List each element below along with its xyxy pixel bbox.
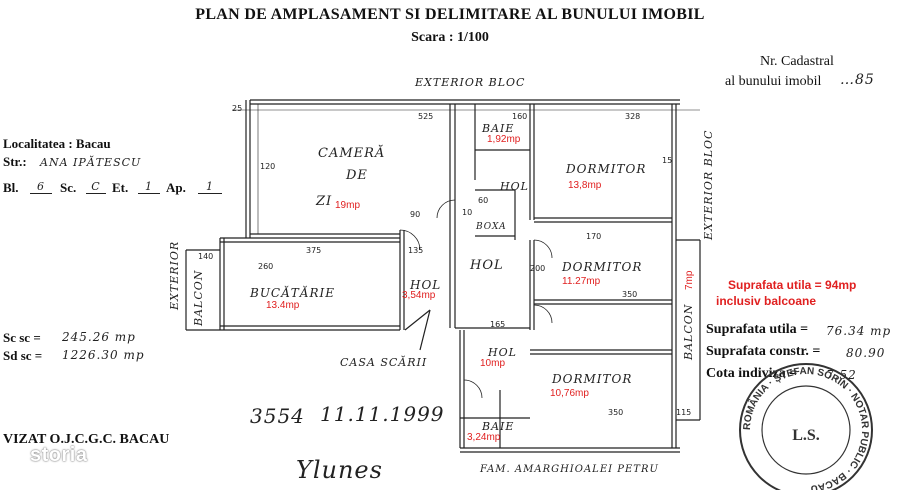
- dim-170: 170: [586, 232, 602, 241]
- cadastral-number: …85: [840, 72, 875, 88]
- storia-watermark: storia: [30, 444, 88, 466]
- plan-date: 11.11.1999: [320, 402, 445, 426]
- block-label: Bl.: [3, 180, 19, 195]
- ap-value: 1: [198, 180, 222, 194]
- room-hol-mid-label: HOL: [470, 258, 504, 273]
- dim-60: 60: [478, 196, 489, 205]
- street-label: Str.:: [3, 154, 27, 169]
- area-bedroom2: 11.27mp: [562, 276, 601, 287]
- area-bath-bottom: 3,24mp: [467, 432, 501, 443]
- usable-area-value: 76.34 mp: [826, 324, 892, 338]
- dim-140: 140: [198, 252, 214, 261]
- stairwell-label: CASA SCĂRII: [340, 356, 428, 369]
- room-bedroom2-label: DORMITOR: [562, 260, 643, 274]
- room-bath-top-label: BAIE: [482, 122, 515, 135]
- room-kitchen-label: BUCĂTĂRIE: [250, 286, 335, 300]
- area-bedroom1: 13,8mp: [568, 180, 602, 191]
- room-bedroom1-label: DORMITOR: [566, 162, 647, 176]
- registration-number: 3554: [250, 404, 305, 428]
- area-bath-top: 1,92mp: [487, 134, 521, 145]
- visa-label: VIZAT O.J.C.G.C. BACAU: [3, 432, 170, 447]
- dim-350-a: 350: [622, 290, 638, 299]
- sdsc-value: 1226.30 mp: [62, 348, 145, 362]
- dim-165: 165: [490, 320, 506, 329]
- dim-115: 115: [676, 408, 692, 417]
- plan-title: PLAN DE AMPLASAMENT SI DELIMITARE AL BUN…: [195, 6, 705, 23]
- et-label: Et.: [112, 180, 129, 195]
- dim-260: 260: [258, 262, 274, 271]
- room-zi-label: ZI: [316, 194, 333, 209]
- area-bedroom3: 10,76mp: [550, 388, 589, 399]
- stamp-center: L.S.: [792, 427, 820, 444]
- sdsc-label: Sd sc =: [3, 348, 43, 363]
- area-hol-left: 3,54mp: [402, 290, 436, 301]
- plan-scale: Scara : 1/100: [411, 30, 489, 45]
- dim-525: 525: [418, 112, 434, 121]
- usable-area-label: Suprafata utila =: [706, 322, 809, 337]
- dim-350-b: 350: [608, 408, 624, 417]
- room-bedroom3-label: DORMITOR: [552, 372, 633, 386]
- scsc-label: Sc sc =: [3, 330, 41, 345]
- total-usable-area: Suprafata utila = 94mp: [728, 278, 857, 292]
- room-hol-top-label: HOL: [500, 180, 529, 193]
- cadastral-label-2: al bunului imobil: [725, 74, 822, 89]
- et-value: 1: [138, 180, 160, 194]
- sc-value: C: [86, 180, 106, 194]
- room-de-label: DE: [346, 168, 368, 183]
- sc-label: Sc.: [60, 180, 77, 195]
- dim-10: 10: [462, 208, 473, 217]
- dim-90: 90: [410, 210, 421, 219]
- area-hol-bottom: 10mp: [480, 358, 506, 369]
- scsc-value: 245.26 mp: [62, 330, 136, 344]
- share-label: Cota indiviza =: [706, 366, 798, 381]
- room-bath-bottom-label: BAIE: [482, 420, 515, 433]
- area-kitchen: 13.4mp: [266, 300, 300, 311]
- neighbor-label: FAM. AMARGHIOALEI PETRU: [480, 464, 659, 475]
- block-value: 6: [30, 180, 52, 194]
- room-hol-left-label: HOL: [410, 278, 442, 292]
- dim-15: 15: [662, 156, 673, 165]
- dim-160: 160: [512, 112, 528, 121]
- dim-328: 328: [625, 112, 641, 121]
- exterior-top-label: EXTERIOR BLOC: [415, 76, 526, 89]
- street-value: ANA IPĂTESCU: [40, 156, 142, 169]
- room-camera-label: CAMERĂ: [318, 146, 386, 161]
- dim-135: 135: [408, 246, 424, 255]
- ap-label: Ap.: [166, 180, 186, 195]
- area-camera: 19mp: [335, 200, 361, 211]
- cadastral-label: Nr. Cadastral: [760, 54, 834, 69]
- built-area-value: 80.90: [846, 346, 886, 360]
- room-hol-bottom-label: HOL: [488, 346, 517, 359]
- dim-25: 25: [232, 104, 243, 113]
- signature: Ylunes: [296, 456, 383, 484]
- room-boxa-label: BOXA: [476, 222, 507, 232]
- dim-375: 375: [306, 246, 322, 255]
- locality-label: Localitatea : Bacau: [3, 136, 111, 151]
- dim-200: 200: [530, 264, 546, 273]
- built-area-label: Suprafata constr. =: [706, 344, 821, 359]
- dim-120: 120: [260, 162, 276, 171]
- including-balconies: inclusiv balcoane: [716, 294, 817, 308]
